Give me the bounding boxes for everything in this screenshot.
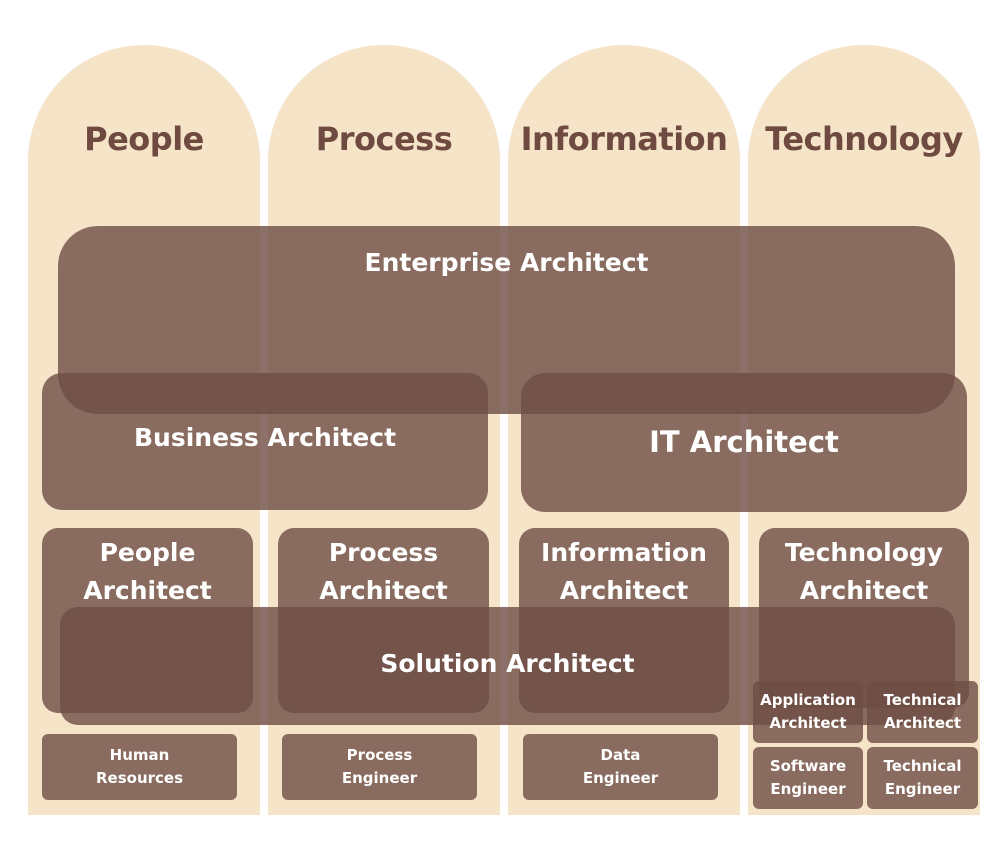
it-architect-label: IT Architect — [649, 425, 839, 459]
label-line: Resources — [95, 769, 184, 787]
column-header-process: Process — [315, 120, 453, 158]
label-line: Process — [328, 538, 439, 567]
label-line: Data — [600, 746, 641, 764]
label-line: Technical — [883, 691, 962, 709]
label-line: Architect — [319, 576, 448, 605]
label-line: Process — [346, 746, 413, 764]
column-header-information: Information — [520, 120, 728, 158]
business-architect-box: Business Architect — [42, 373, 488, 510]
label-line: Human — [109, 746, 170, 764]
label-line: Architect — [769, 714, 847, 732]
label-line: Architect — [559, 576, 689, 605]
label-line: Application — [760, 691, 856, 709]
label-line: Architect — [883, 714, 962, 732]
label-line: Technology — [784, 538, 944, 567]
label-line: Architect — [799, 576, 929, 605]
label-line: Engineer — [770, 780, 846, 798]
solution-architect-label: Solution Architect — [380, 649, 635, 678]
business-architect-label: Business Architect — [133, 423, 397, 452]
label-line: Architect — [83, 576, 212, 605]
label-line: Information — [541, 538, 707, 567]
column-header-people: People — [84, 120, 204, 158]
label-line: Engineer — [884, 780, 961, 798]
label-line: Engineer — [582, 769, 659, 787]
label-line: Engineer — [341, 769, 418, 787]
it-architect-box: IT Architect — [521, 373, 967, 512]
label-line: People — [99, 538, 196, 567]
label-line: Technical — [883, 757, 962, 775]
enterprise-architect-label: Enterprise Architect — [364, 248, 649, 277]
column-header-technology: Technology — [765, 120, 963, 158]
label-line: Software — [769, 757, 847, 775]
